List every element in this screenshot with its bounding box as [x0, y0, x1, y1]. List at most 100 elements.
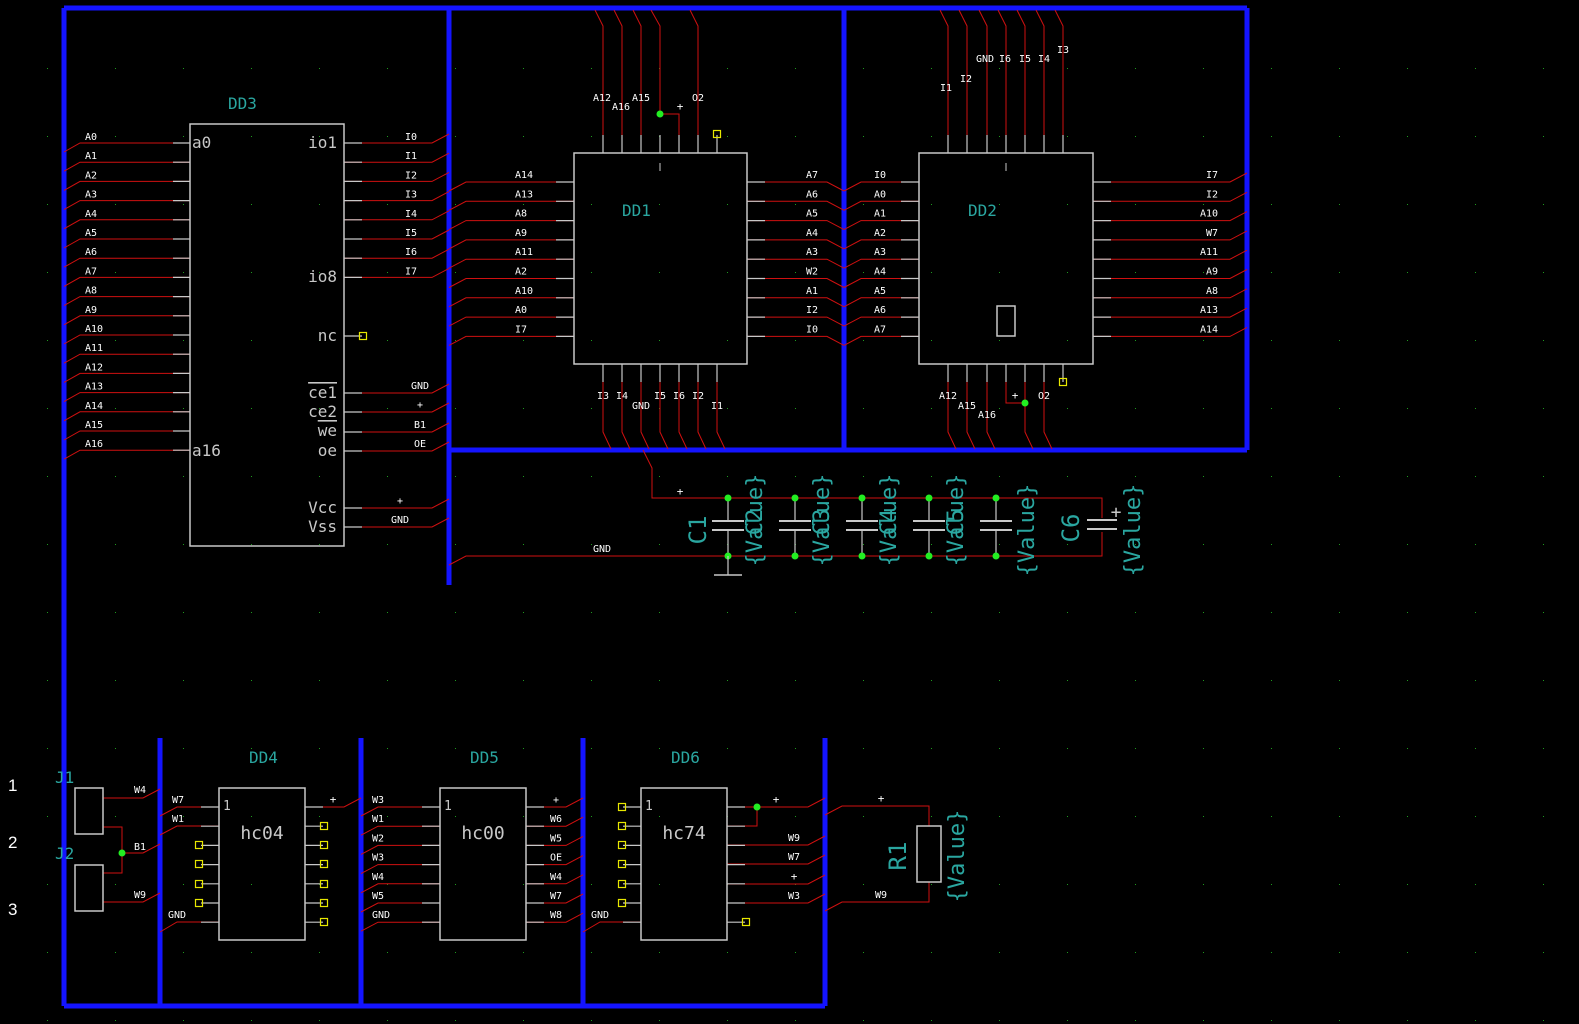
grid-dot — [1339, 408, 1340, 409]
grid-dot — [115, 748, 116, 749]
grid-dot — [727, 408, 728, 409]
dd1-right-net: I2 — [806, 305, 818, 316]
grid-dot — [591, 680, 592, 681]
grid-dot — [251, 476, 252, 477]
dd3-left-net: A14 — [85, 401, 103, 412]
dd1-top-net: A16 — [612, 102, 630, 113]
j-wire — [103, 892, 161, 903]
grid-dot — [863, 476, 864, 477]
dd1-left-net: I7 — [515, 324, 527, 335]
grid-dot — [523, 816, 524, 817]
dd2-top-wire — [978, 9, 988, 153]
grid-dot — [319, 544, 320, 545]
grid-dot — [795, 340, 796, 341]
grid-dot — [999, 272, 1000, 273]
grid-dot — [1135, 680, 1136, 681]
dd3-left-wire — [63, 296, 190, 307]
grid-dot — [1203, 884, 1204, 885]
no-connect-marker — [194, 898, 204, 908]
grid-dot — [115, 1020, 116, 1021]
dd2-bottom-net: A15 — [958, 401, 976, 412]
grid-dot — [523, 136, 524, 137]
grid-dot — [1407, 884, 1408, 885]
grid-dot — [1407, 612, 1408, 613]
grid-dot — [319, 884, 320, 885]
grid-dot — [795, 476, 796, 477]
grid-dot — [1135, 1020, 1136, 1021]
grid-dot — [47, 612, 48, 613]
grid-dot — [1135, 408, 1136, 409]
grid-dot — [319, 340, 320, 341]
dd3-left-wire — [63, 257, 190, 268]
grid-dot — [591, 204, 592, 205]
grid-dot — [1203, 612, 1204, 613]
dd3-left-net: A15 — [85, 420, 103, 431]
dd5-left-net: W3 — [372, 795, 384, 806]
grid-dot — [1067, 204, 1068, 205]
grid-dot — [795, 136, 796, 137]
r1-refdes: R1 — [884, 842, 912, 871]
dd5-left-net: GND — [372, 910, 390, 921]
dd2-top-net: I2 — [960, 74, 972, 85]
dd6-right-wire — [727, 854, 826, 865]
dd1-right-wire — [747, 200, 845, 211]
dd1-left-net: A11 — [515, 247, 533, 258]
grid-dot — [115, 204, 116, 205]
junction-dot — [791, 494, 799, 502]
grid-dot — [795, 612, 796, 613]
dd2-right-net: W7 — [1206, 228, 1218, 239]
dd1-right-net: A5 — [806, 209, 818, 220]
grid-dot — [183, 612, 184, 613]
dd3-left-net: A0 — [85, 132, 97, 143]
grid-dot — [251, 884, 252, 885]
grid-dot — [1135, 340, 1136, 341]
dd4-left-net: W7 — [172, 795, 184, 806]
junction-dot — [753, 803, 761, 811]
dd2-top-net: I6 — [999, 54, 1011, 65]
dd3-right-wire — [344, 133, 450, 144]
grid-dot — [319, 136, 320, 137]
grid-dot — [47, 748, 48, 749]
grid-dot — [1407, 1020, 1408, 1021]
grid-dot — [1067, 340, 1068, 341]
grid-dot — [727, 272, 728, 273]
grid-dot — [931, 884, 932, 885]
grid-dot — [863, 612, 864, 613]
c6-polarity-mark: + — [1111, 502, 1122, 523]
dd3-left-wire — [63, 200, 190, 211]
grid-dot — [863, 544, 864, 545]
grid-dot — [1067, 408, 1068, 409]
dd2-left-wire — [843, 335, 919, 346]
grid-dot — [387, 952, 388, 953]
dd5-right-net: W4 — [550, 872, 562, 883]
grid-dot — [1067, 884, 1068, 885]
grid-dot — [999, 136, 1000, 137]
grid-dot — [455, 816, 456, 817]
dd3-left-wire — [63, 411, 190, 422]
cap-plus-net: + — [677, 485, 684, 498]
dd1-left-wire — [448, 220, 574, 231]
dd2-left-net: A4 — [874, 267, 886, 278]
grid-dot — [319, 816, 320, 817]
dd2-top-wire — [1054, 9, 1064, 153]
grid-dot — [523, 748, 524, 749]
j-wire — [103, 788, 161, 799]
no-connect-marker — [712, 129, 722, 139]
grid-dot — [183, 68, 184, 69]
dd2-bottom-wire — [986, 364, 996, 450]
cap-value: {Value} — [1015, 484, 1040, 577]
dd3-right-net: I0 — [405, 132, 417, 143]
grid-dot — [183, 408, 184, 409]
grid-dot — [931, 136, 932, 137]
grid-dot — [1203, 544, 1204, 545]
grid-dot — [659, 340, 660, 341]
j-wire — [103, 826, 123, 874]
grid-dot — [591, 884, 592, 885]
dd5-left-wire — [360, 864, 440, 875]
junction-dot — [925, 494, 933, 502]
dd6-right-wire — [727, 893, 826, 904]
dd5-left-net: W4 — [372, 872, 384, 883]
dd2-left-net: A1 — [874, 209, 886, 220]
grid-dot — [591, 748, 592, 749]
